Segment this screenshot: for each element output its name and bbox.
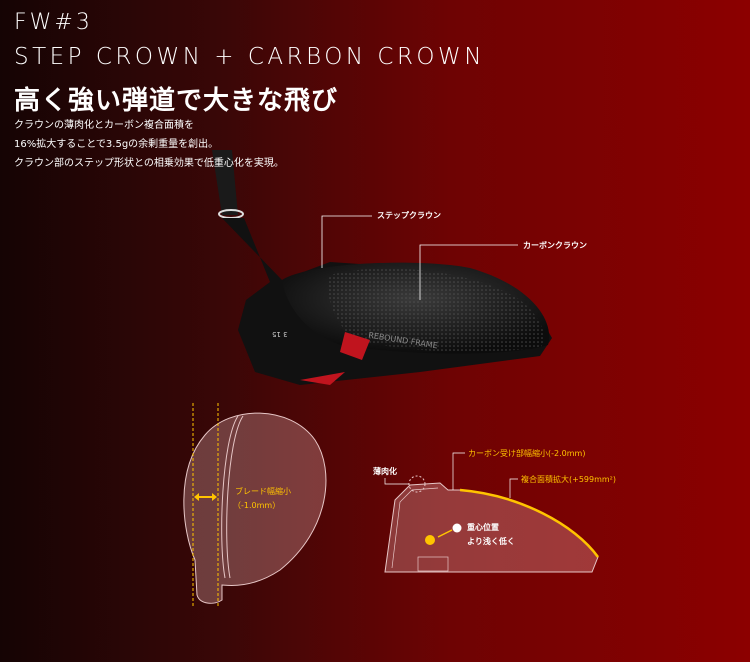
- model-name: FW#3: [14, 10, 93, 35]
- carbon-crown-label: カーボンクラウン: [523, 241, 587, 250]
- blade-width-label: ブレード幅縮小: [235, 487, 291, 496]
- carbon-receiver-label: カーボン受け部幅縮小(-2.0mm): [468, 449, 586, 458]
- description-line: クラウン部のステップ形状との相乗効果で低重心化を実現。: [14, 158, 284, 169]
- description-line: 16%拡大することで3.5gの余剰重量を創出。: [14, 139, 219, 150]
- blade-width-value: （-1.0mm）: [233, 501, 281, 510]
- composite-area-label: 複合面積拡大(+599mm²): [521, 475, 617, 484]
- subtitle: STEP CROWN + CARBON CROWN: [14, 44, 485, 70]
- callout-lines: [321, 215, 518, 300]
- sole-mark: 3 15: [272, 330, 288, 338]
- thin-label: 薄肉化: [373, 467, 397, 476]
- cg-label: 重心位置: [467, 523, 499, 532]
- headline: 高く強い弾道で大きな飛び: [14, 86, 339, 116]
- crown-section-diagram: [384, 452, 600, 573]
- golf-club-image: [212, 150, 552, 385]
- description-line: クラウンの薄肉化とカーボン複合面積を: [14, 120, 194, 131]
- cg-label-2: より浅く低く: [467, 537, 515, 546]
- step-crown-label: ステップクラウン: [377, 211, 441, 220]
- club-top-view-diagram: [183, 403, 327, 606]
